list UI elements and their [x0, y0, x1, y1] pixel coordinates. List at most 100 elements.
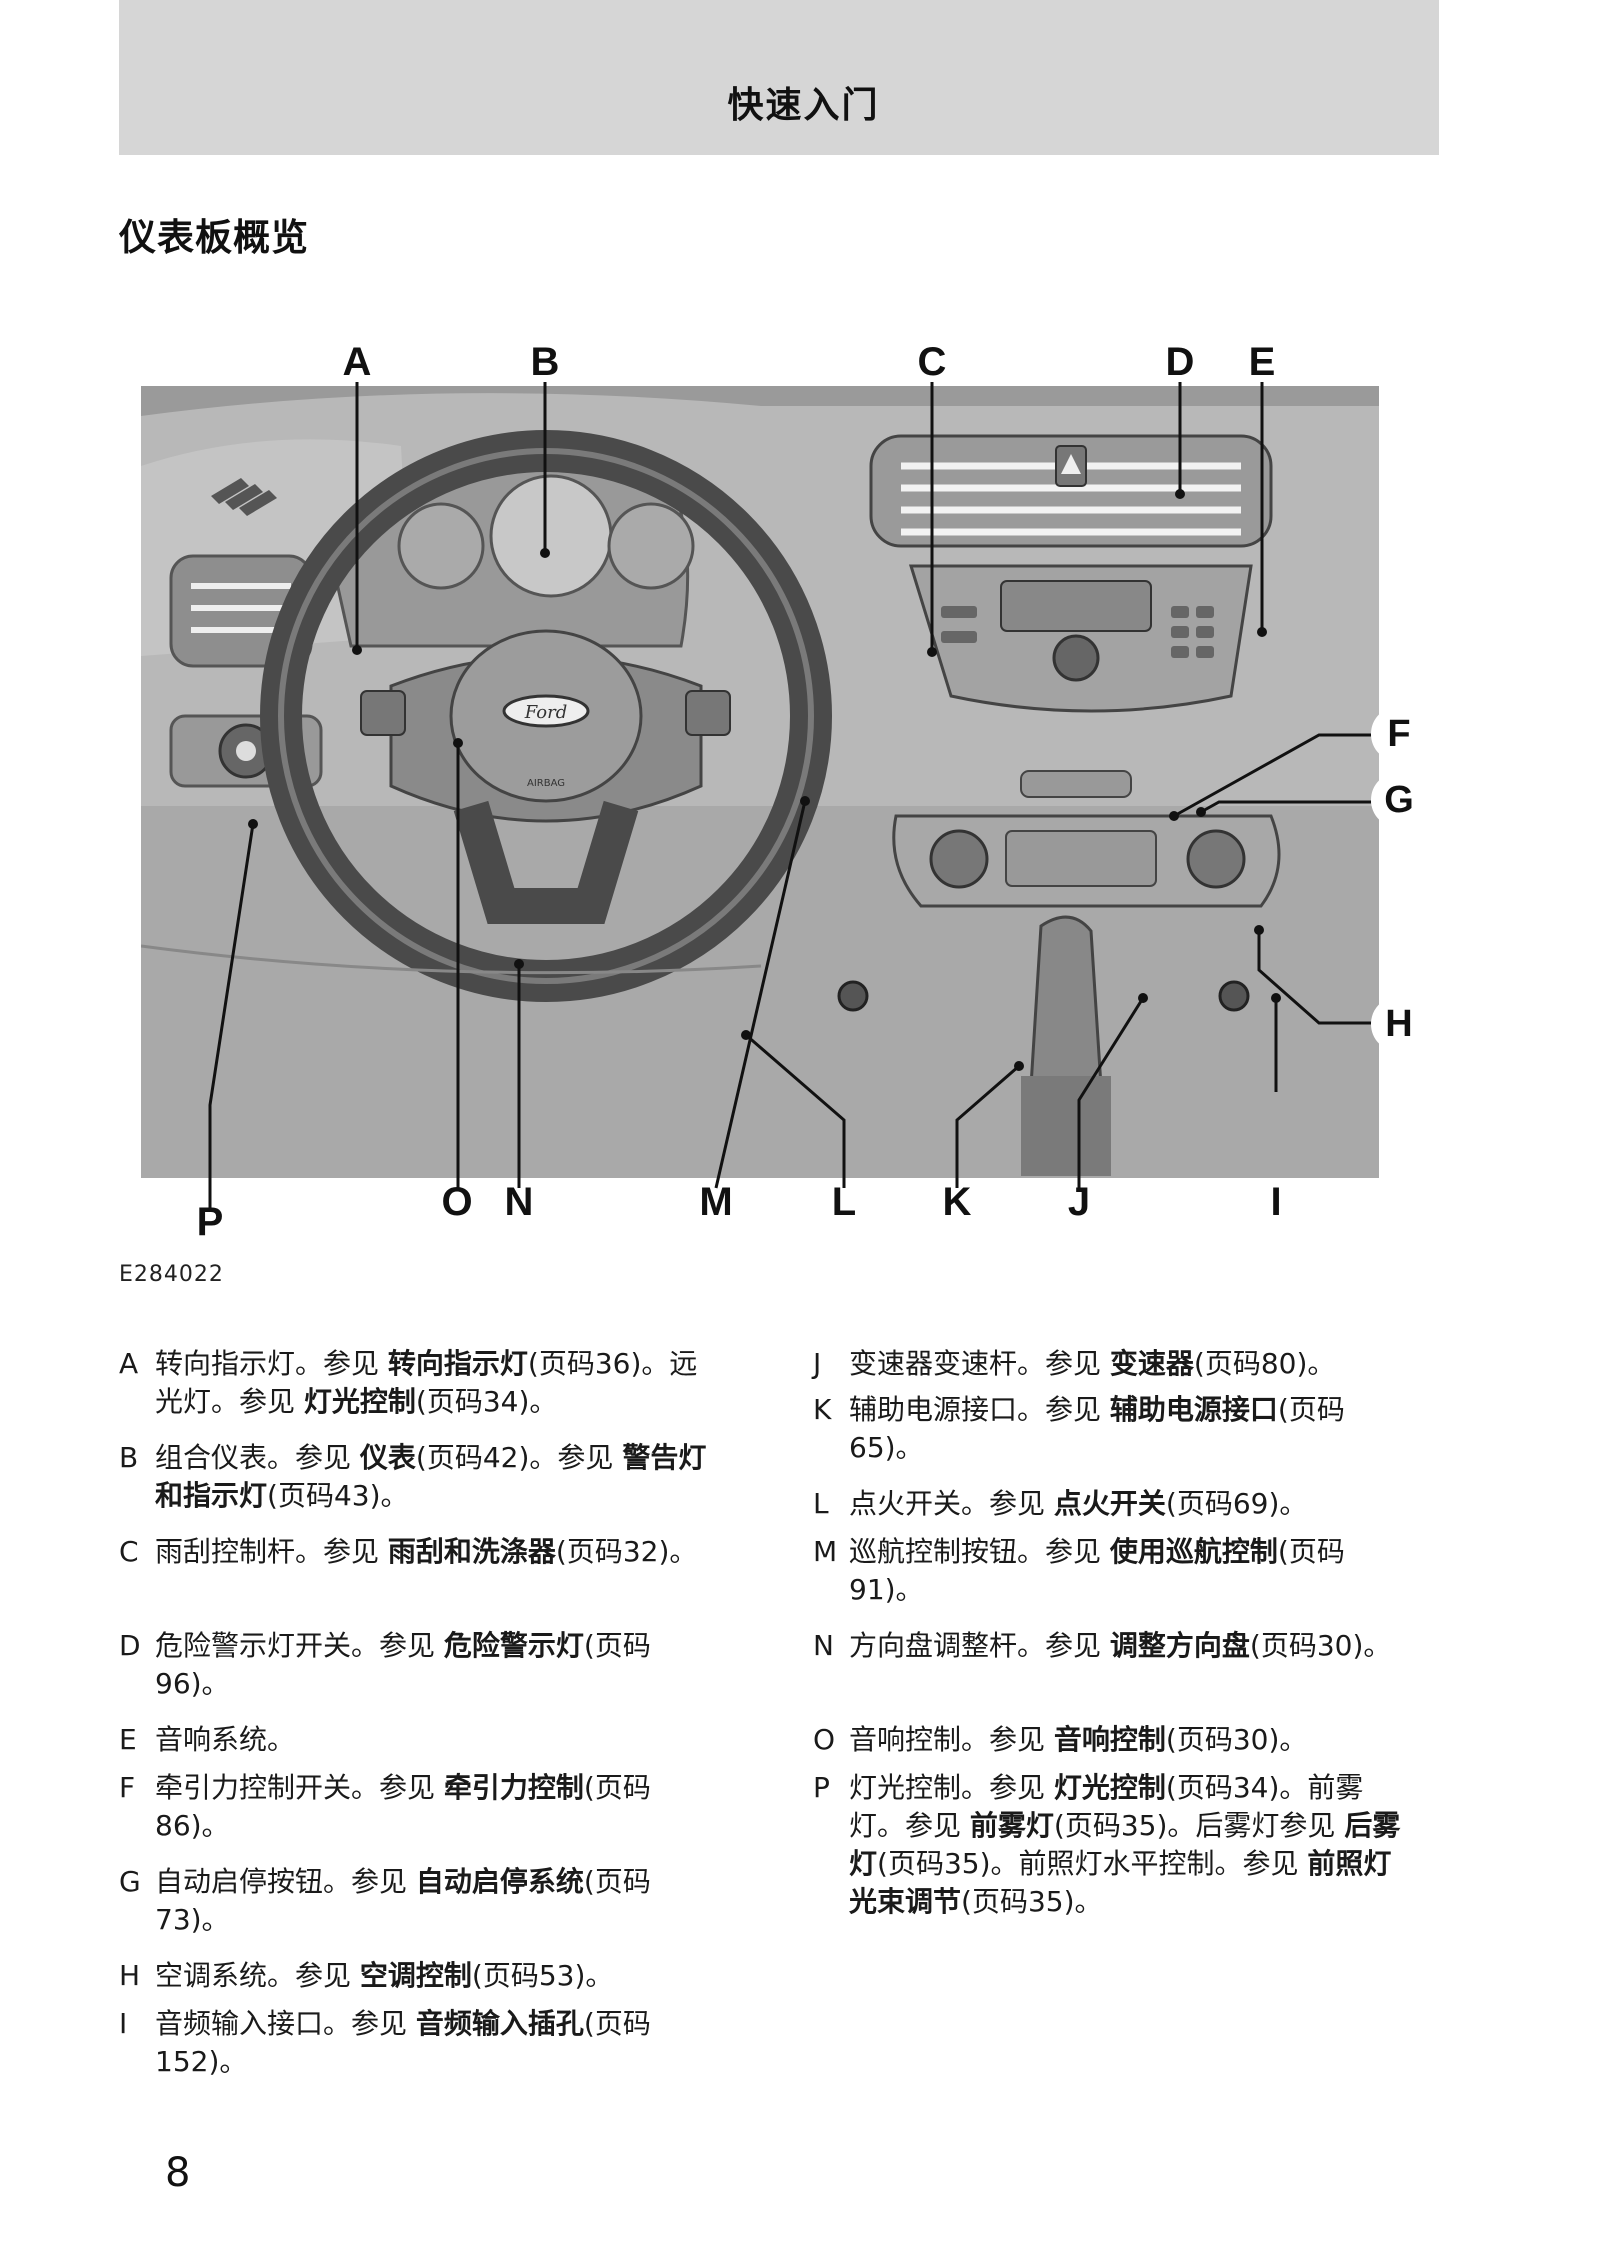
legend-reference: 转向指示灯: [387, 1347, 528, 1380]
legend-entry-b: B 组合仪表。参见 仪表(页码42)。参见 警告灯和指示灯(页码43)。: [119, 1439, 719, 1515]
legend-letter: B: [119, 1441, 139, 1474]
legend-reference: 使用巡航控制: [1109, 1535, 1278, 1568]
legend-entry-g: G 自动启停按钮。参见 自动启停系统(页码73)。: [119, 1863, 719, 1939]
legend-text-part: (页码53)。: [471, 1959, 614, 1992]
legend-letter: P: [813, 1771, 830, 1804]
legend-text-part: 空调系统。参见: [155, 1959, 360, 1992]
legend-text: 音响系统。: [155, 1721, 719, 1759]
legend-entry-k: K 辅助电源接口。参见 辅助电源接口(页码65)。: [813, 1391, 1413, 1467]
legend-text: 空调系统。参见 空调控制(页码53)。: [155, 1957, 719, 1995]
callout-leader-lines: [208, 382, 1371, 1210]
legend-text: 巡航控制按钮。参见 使用巡航控制(页码91)。: [849, 1533, 1413, 1609]
legend-entry-l: L 点火开关。参见 点火开关(页码69)。: [813, 1485, 1413, 1523]
legend-text-part: (页码34)。前雾灯。参见: [849, 1771, 1364, 1842]
legend-text: 音频输入接口。参见 音频输入插孔(页码152)。: [155, 2005, 719, 2081]
legend-reference: 雨刮和洗涤器: [387, 1535, 556, 1568]
legend-text-part: (页码36)。远光灯。参见: [155, 1347, 698, 1418]
legend-text: 灯光控制。参见 灯光控制(页码34)。前雾灯。参见 前雾灯(页码35)。后雾灯参…: [849, 1769, 1413, 1921]
legend-entry-h: H 空调系统。参见 空调控制(页码53)。: [119, 1957, 719, 1995]
section-title: 仪表板概览: [119, 216, 309, 259]
legend-text-part: 牵引力控制开关。参见: [155, 1771, 444, 1804]
legend-reference: 危险警示灯: [443, 1629, 584, 1662]
legend-text-part: (页码43)。: [267, 1479, 409, 1512]
legend-text-part: (页码35)。前照灯水平控制。参见: [877, 1847, 1308, 1880]
legend-text-part: 变速器变速杆。参见: [849, 1347, 1110, 1380]
legend-letter: F: [119, 1771, 136, 1804]
callout-l: L: [831, 1180, 857, 1224]
dashboard-figure: A B C D E: [119, 330, 1427, 1242]
legend-text-part: 灯光控制。参见: [849, 1771, 1054, 1804]
legend-entry-o: O 音响控制。参见 音响控制(页码30)。: [813, 1721, 1413, 1759]
legend-reference: 辅助电源接口: [1109, 1393, 1278, 1426]
legend-letter: G: [119, 1865, 141, 1898]
image-code: E284022: [119, 1262, 224, 1287]
legend-text-part: (页码96)。: [155, 1629, 651, 1700]
legend-text: 组合仪表。参见 仪表(页码42)。参见 警告灯和指示灯(页码43)。: [155, 1439, 719, 1515]
legend-reference: 灯光控制: [1053, 1771, 1166, 1804]
header-title: 快速入门: [727, 85, 880, 126]
legend-text: 变速器变速杆。参见 变速器(页码80)。: [849, 1345, 1413, 1383]
legend-letter: A: [119, 1347, 139, 1380]
legend-text: 方向盘调整杆。参见 调整方向盘(页码30)。: [849, 1627, 1413, 1665]
legend-text-part: (页码65)。: [849, 1393, 1345, 1464]
legend-text-part: (页码35)。: [961, 1885, 1103, 1918]
legend-reference: 音频输入插孔: [415, 2007, 584, 2040]
legend-letter: N: [813, 1629, 834, 1662]
legend-text-part: 辅助电源接口。参见: [849, 1393, 1110, 1426]
legend-text-part: 转向指示灯。参见: [155, 1347, 388, 1380]
page-number: 8: [165, 2150, 191, 2196]
legend-text: 自动启停按钮。参见 自动启停系统(页码73)。: [155, 1863, 719, 1939]
legend-text: 牵引力控制开关。参见 牵引力控制(页码86)。: [155, 1769, 719, 1845]
legend-text: 音响控制。参见 音响控制(页码30)。: [849, 1721, 1413, 1759]
legend-letter: K: [813, 1393, 832, 1426]
legend-entry-j: J 变速器变速杆。参见 变速器(页码80)。: [813, 1345, 1413, 1383]
legend-text-part: (页码30)。: [1165, 1723, 1308, 1756]
legend-reference: 后雾灯: [849, 1809, 1401, 1880]
header-band: [119, 0, 1439, 155]
legend-letter: J: [813, 1347, 822, 1380]
callout-i: I: [1270, 1180, 1282, 1224]
legend-entry-f: F 牵引力控制开关。参见 牵引力控制(页码86)。: [119, 1769, 719, 1845]
callout-a: A: [342, 340, 372, 384]
legend-text: 辅助电源接口。参见 辅助电源接口(页码65)。: [849, 1391, 1413, 1467]
callout-c: C: [917, 340, 947, 384]
callout-e: E: [1248, 340, 1276, 384]
callout-m: M: [699, 1180, 733, 1224]
legend-letter: H: [119, 1959, 141, 1992]
legend-text-part: (页码91)。: [849, 1535, 1345, 1606]
legend-reference: 调整方向盘: [1109, 1629, 1250, 1662]
legend-text-part: 点火开关。参见: [849, 1487, 1054, 1520]
legend-reference: 音响控制: [1053, 1723, 1166, 1756]
legend-entry-a: A 转向指示灯。参见 转向指示灯(页码36)。远光灯。参见 灯光控制(页码34)。: [119, 1345, 719, 1421]
callout-n: N: [504, 1180, 534, 1224]
callout-k: K: [942, 1180, 972, 1224]
legend-text-part: 音响控制。参见: [849, 1723, 1054, 1756]
callout-h: H: [1371, 996, 1427, 1052]
legend-text: 转向指示灯。参见 转向指示灯(页码36)。远光灯。参见 灯光控制(页码34)。: [155, 1345, 719, 1421]
legend-text-part: 方向盘调整杆。参见: [849, 1629, 1110, 1662]
legend-reference: 警告灯和指示灯: [155, 1441, 707, 1512]
callout-j: J: [1067, 1180, 1091, 1224]
callout-p: P: [196, 1200, 224, 1244]
legend-text-part: 雨刮控制杆。参见: [155, 1535, 388, 1568]
legend-letter: O: [813, 1723, 836, 1756]
airbag-text: AIRBAG: [527, 778, 565, 789]
legend-entry-i: I 音频输入接口。参见 音频输入插孔(页码152)。: [119, 2005, 719, 2081]
legend-text-part: 音频输入接口。参见: [155, 2007, 416, 2040]
legend-reference: 空调控制: [359, 1959, 472, 1992]
legend-reference: 点火开关: [1053, 1487, 1166, 1520]
legend-letter: I: [119, 2007, 128, 2040]
legend-text-part: (页码32)。: [555, 1535, 698, 1568]
legend-text-part: (页码42)。参见: [415, 1441, 623, 1474]
legend-text-part: (页码69)。: [1165, 1487, 1308, 1520]
legend-text-part: (页码152)。: [155, 2007, 651, 2078]
legend-reference: 变速器: [1109, 1347, 1194, 1380]
legend-text-part: 巡航控制按钮。参见: [849, 1535, 1110, 1568]
legend-text: 危险警示灯开关。参见 危险警示灯(页码96)。: [155, 1627, 719, 1703]
legend-text-part: (页码86)。: [155, 1771, 651, 1842]
legend-letter: L: [813, 1487, 829, 1520]
legend-text-part: 组合仪表。参见: [155, 1441, 360, 1474]
